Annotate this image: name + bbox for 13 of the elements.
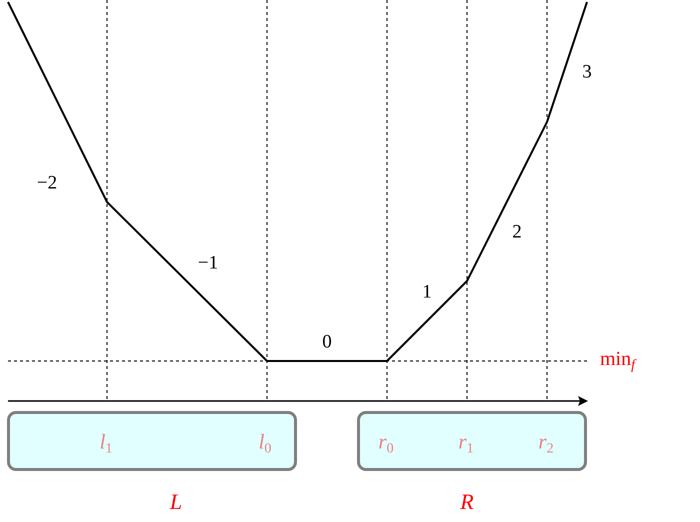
slope-label: 0	[322, 332, 332, 352]
slope-label: −1	[198, 254, 218, 272]
breakpoint-label: r$_{0}$	[378, 432, 394, 452]
breakpoint-label: r$_{1}$	[458, 432, 474, 452]
breakpoint-label: l$_{0}$	[258, 432, 272, 452]
slope-label: 3	[582, 62, 592, 82]
set-label: L	[170, 491, 182, 513]
slope-label: 1	[422, 282, 432, 302]
set-label: R	[460, 491, 474, 513]
slope-label: −2	[36, 174, 58, 192]
slope-label: 2	[512, 222, 522, 242]
breakpoint-label: l$_{1}$	[100, 432, 112, 452]
breakpoint-label: r$_{2}$	[538, 432, 554, 452]
